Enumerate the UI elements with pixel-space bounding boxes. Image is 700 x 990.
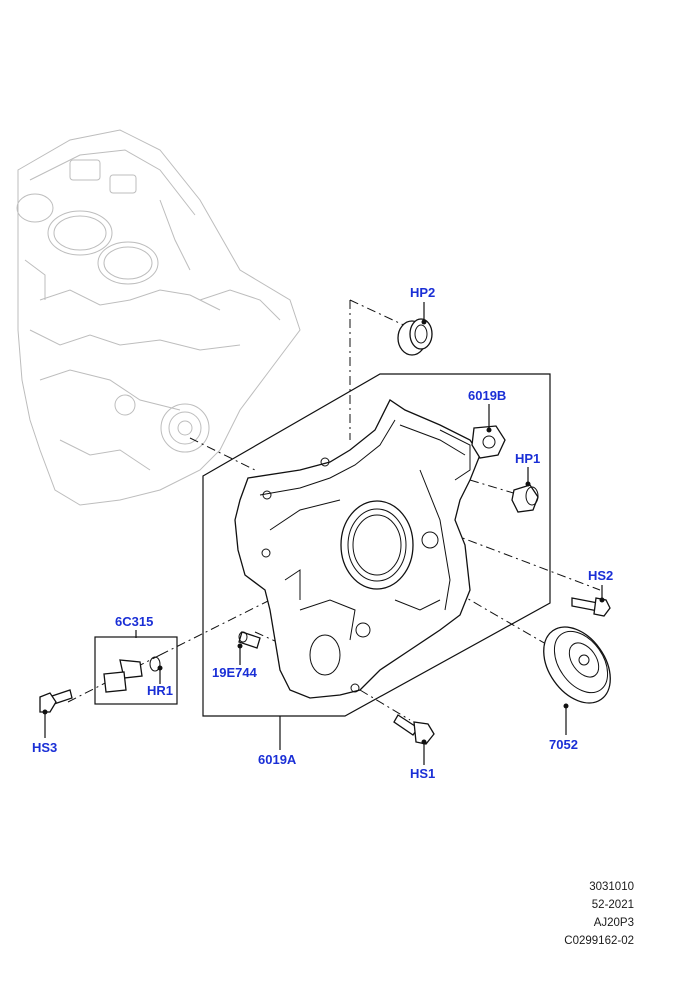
plug-hp2 <box>397 318 433 356</box>
dowel-19e744 <box>238 631 261 649</box>
callout-19e744: 19E744 <box>212 665 258 680</box>
callout-hs2: HS2 <box>588 568 613 583</box>
reference-code: 3031010 <box>589 881 634 893</box>
pulley-7052 <box>543 626 611 704</box>
callout-hs1: HS1 <box>410 766 435 781</box>
sensor-6c315 <box>103 656 161 693</box>
fitting-6019b <box>471 425 506 459</box>
reference-date: 52-2021 <box>591 899 634 911</box>
callout-leaders <box>44 302 603 765</box>
callout-7052: 7052 <box>549 737 578 752</box>
bolt-hs3 <box>39 689 73 713</box>
callout-6c315: 6C315 <box>115 614 153 629</box>
callout-6019b: 6019B <box>468 388 506 403</box>
callout-hr1: HR1 <box>147 683 173 698</box>
callout-hp1: HP1 <box>515 451 540 466</box>
reference-drawing-id: C0299162-02 <box>564 935 634 947</box>
callout-hs3: HS3 <box>32 740 57 755</box>
assembly-frame-6019a <box>202 373 551 717</box>
callout-hp2: HP2 <box>410 285 435 300</box>
callout-dots <box>42 319 605 745</box>
bolt-hs1 <box>393 714 435 745</box>
plug-hp1 <box>511 484 539 513</box>
engine-block-ghost <box>16 129 301 506</box>
reference-model: AJ20P3 <box>593 917 634 929</box>
diagram-reference-info: 3031010 52-2021 AJ20P3 C0299162-02 <box>564 878 634 950</box>
timing-cover <box>234 399 481 699</box>
callout-6019a: 6019A <box>258 752 297 767</box>
